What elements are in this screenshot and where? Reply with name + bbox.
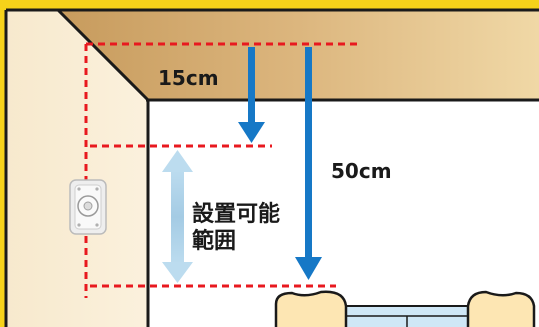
room-outline (4, 8, 539, 327)
arrow-15cm (238, 47, 265, 143)
sofa-left-arm (274, 290, 348, 327)
label-range-line2: 範囲 (192, 228, 236, 254)
arrow-50cm (295, 47, 322, 280)
label-range-line1: 設置可能 (192, 201, 280, 227)
left-wall (6, 10, 148, 327)
label-50cm: 50cm (331, 159, 392, 183)
ceiling (58, 10, 539, 100)
range-double-arrow (162, 150, 193, 283)
sofa-right-arm (466, 290, 536, 327)
sofa (274, 290, 536, 327)
guide-lines (84, 42, 360, 298)
back-wall (148, 100, 539, 327)
thermostat-device (69, 179, 107, 235)
label-15cm: 15cm (158, 66, 219, 90)
